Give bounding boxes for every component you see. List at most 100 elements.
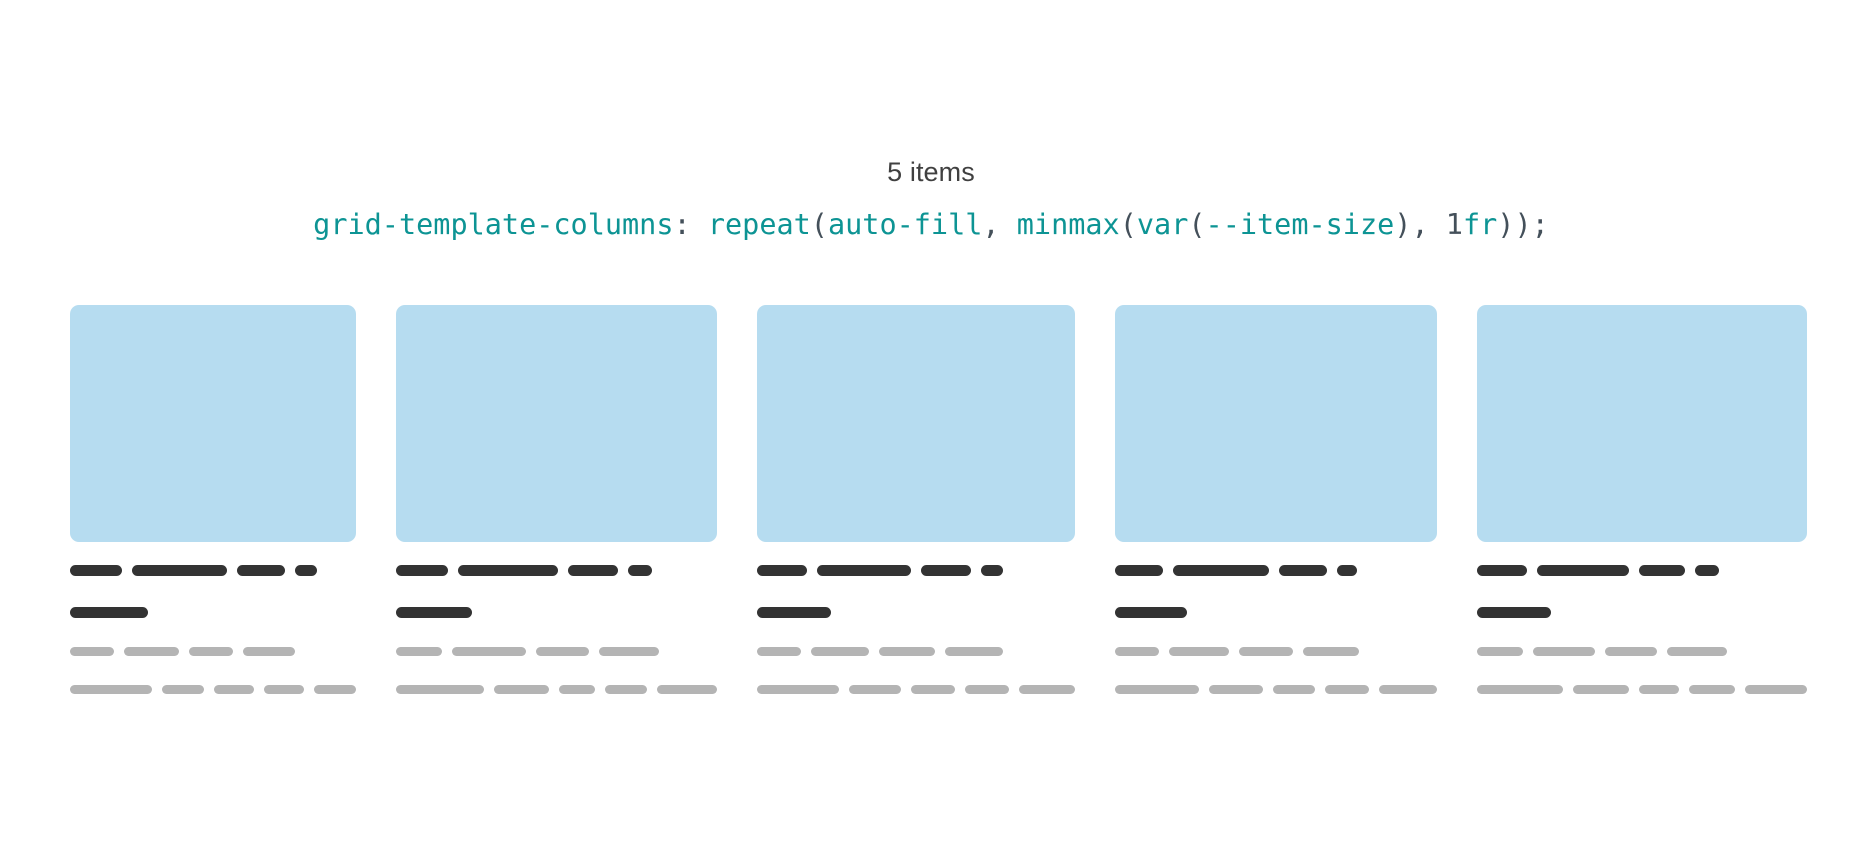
skeleton-bar bbox=[1537, 565, 1629, 576]
skeleton-bar bbox=[879, 647, 935, 656]
css-token-punc bbox=[1429, 208, 1446, 241]
skeleton-bar bbox=[1209, 685, 1263, 694]
skeleton-bar bbox=[911, 685, 955, 694]
skeleton-bar bbox=[1239, 647, 1293, 656]
skeleton-bar bbox=[396, 685, 484, 694]
skeleton-bar bbox=[1303, 647, 1359, 656]
skeleton-bar bbox=[757, 607, 831, 618]
skeleton-bar bbox=[568, 565, 618, 576]
skeleton-bar bbox=[811, 647, 869, 656]
skeleton-bar bbox=[1325, 685, 1369, 694]
item-thumbnail[interactable] bbox=[70, 305, 356, 542]
grid-item[interactable] bbox=[757, 305, 1075, 694]
skeleton-bar bbox=[314, 685, 356, 694]
skeleton-bar bbox=[132, 565, 227, 576]
css-token-punc: ) bbox=[1394, 208, 1412, 241]
skeleton-meta-line-2 bbox=[757, 685, 1075, 694]
skeleton-subtitle bbox=[1115, 607, 1437, 618]
skeleton-bar bbox=[1115, 565, 1163, 576]
css-token-unit: fr bbox=[1462, 208, 1498, 241]
skeleton-meta-line-1 bbox=[396, 647, 717, 656]
grid-item[interactable] bbox=[1115, 305, 1437, 694]
skeleton-meta-line-1 bbox=[1477, 647, 1807, 656]
skeleton-bar bbox=[264, 685, 304, 694]
skeleton-bar bbox=[921, 565, 971, 576]
grid-item[interactable] bbox=[70, 305, 356, 694]
skeleton-bar bbox=[452, 647, 526, 656]
skeleton-bar bbox=[981, 565, 1003, 576]
skeleton-bar bbox=[1115, 647, 1159, 656]
item-text-skeleton bbox=[757, 542, 1075, 694]
skeleton-bar bbox=[70, 647, 114, 656]
css-token-punc: ; bbox=[1531, 208, 1549, 241]
skeleton-meta-line-2 bbox=[70, 685, 356, 694]
skeleton-title bbox=[1115, 565, 1437, 576]
skeleton-meta-line-2 bbox=[1477, 685, 1807, 694]
skeleton-bar bbox=[70, 685, 152, 694]
css-token-punc: : bbox=[673, 208, 691, 241]
skeleton-bar bbox=[1639, 685, 1679, 694]
skeleton-bar bbox=[237, 565, 285, 576]
css-token-punc: ) bbox=[1497, 208, 1515, 241]
skeleton-title bbox=[757, 565, 1075, 576]
skeleton-title bbox=[70, 565, 356, 576]
skeleton-bar bbox=[124, 647, 179, 656]
skeleton-bar bbox=[1605, 647, 1657, 656]
skeleton-bar bbox=[945, 647, 1003, 656]
skeleton-title bbox=[396, 565, 717, 576]
skeleton-bar bbox=[536, 647, 589, 656]
item-count-label: 5 items bbox=[887, 157, 975, 187]
skeleton-bar bbox=[494, 685, 549, 694]
skeleton-bar bbox=[628, 565, 652, 576]
skeleton-bar bbox=[1169, 647, 1229, 656]
css-token-num: 1 bbox=[1445, 208, 1463, 241]
skeleton-bar bbox=[1279, 565, 1327, 576]
item-thumbnail[interactable] bbox=[1477, 305, 1807, 542]
skeleton-bar bbox=[1115, 607, 1187, 618]
skeleton-bar bbox=[1115, 685, 1199, 694]
skeleton-bar bbox=[1273, 685, 1315, 694]
css-token-fn: var bbox=[1136, 208, 1189, 241]
skeleton-bar bbox=[817, 565, 911, 576]
skeleton-subtitle bbox=[70, 607, 356, 618]
css-token-punc: , bbox=[982, 208, 1000, 241]
skeleton-bar bbox=[1573, 685, 1629, 694]
grid-item[interactable] bbox=[396, 305, 717, 694]
skeleton-bar bbox=[243, 647, 295, 656]
skeleton-bar bbox=[1689, 685, 1735, 694]
skeleton-bar bbox=[605, 685, 647, 694]
css-token-kw: auto-fill bbox=[827, 208, 983, 241]
skeleton-meta-line-1 bbox=[1115, 647, 1437, 656]
skeleton-bar bbox=[189, 647, 233, 656]
css-token-punc: ( bbox=[1119, 208, 1137, 241]
css-token-punc: ) bbox=[1514, 208, 1532, 241]
css-token-punc bbox=[691, 208, 708, 241]
skeleton-bar bbox=[1379, 685, 1437, 694]
skeleton-meta-line-1 bbox=[757, 647, 1075, 656]
skeleton-bar bbox=[657, 685, 717, 694]
skeleton-bar bbox=[1019, 685, 1075, 694]
css-token-punc bbox=[1000, 208, 1017, 241]
css-rule-display: grid-template-columns: repeat(auto-fill,… bbox=[0, 207, 1862, 243]
skeleton-bar bbox=[396, 607, 472, 618]
skeleton-bar bbox=[757, 647, 801, 656]
skeleton-bar bbox=[1173, 565, 1269, 576]
item-thumbnail[interactable] bbox=[757, 305, 1075, 542]
item-thumbnail[interactable] bbox=[1115, 305, 1437, 542]
grid-item[interactable] bbox=[1477, 305, 1807, 694]
item-text-skeleton bbox=[1115, 542, 1437, 694]
skeleton-bar bbox=[1639, 565, 1685, 576]
skeleton-meta-line-2 bbox=[396, 685, 717, 694]
skeleton-meta-line-1 bbox=[70, 647, 356, 656]
skeleton-bar bbox=[757, 685, 839, 694]
css-token-punc: ( bbox=[1188, 208, 1206, 241]
skeleton-bar bbox=[1695, 565, 1719, 576]
item-thumbnail[interactable] bbox=[396, 305, 717, 542]
skeleton-subtitle bbox=[757, 607, 1075, 618]
skeleton-bar bbox=[1533, 647, 1595, 656]
skeleton-bar bbox=[70, 607, 148, 618]
skeleton-bar bbox=[214, 685, 254, 694]
item-text-skeleton bbox=[1477, 542, 1807, 694]
css-token-prop: grid-template-columns bbox=[313, 208, 674, 241]
skeleton-bar bbox=[162, 685, 204, 694]
